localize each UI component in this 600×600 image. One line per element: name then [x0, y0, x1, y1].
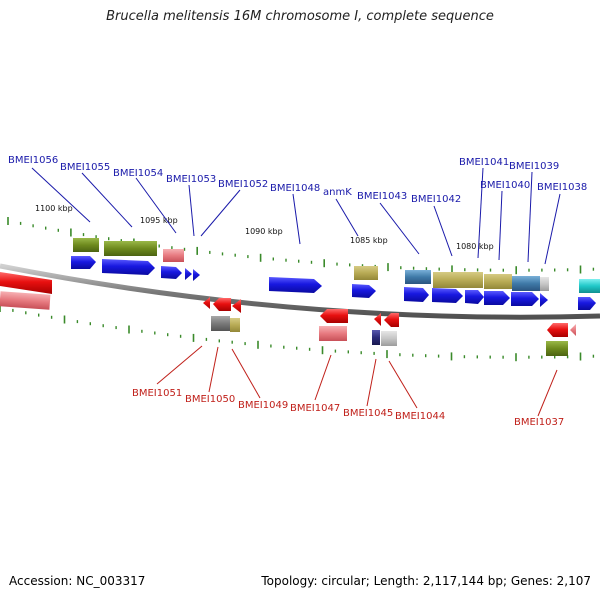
reverse-gene-arrow [0, 272, 52, 294]
feature-khaki [230, 318, 240, 332]
gene-label-BMEI1047: BMEI1047 [290, 403, 340, 414]
scale-label-1090: 1090 kbp [245, 227, 283, 236]
forward-gene-arrow [404, 287, 429, 302]
reverse-gene-arrow [547, 323, 568, 337]
reverse-gene-arrow [374, 313, 381, 326]
forward-gene-arrow [578, 297, 596, 310]
feature-steel-blue [405, 270, 431, 284]
outer-features [73, 238, 600, 293]
gene-label-BMEI1054: BMEI1054 [113, 168, 163, 179]
scale-label-1080: 1080 kbp [456, 242, 494, 251]
reverse-callout-lines [156, 345, 558, 417]
feature-olive [73, 238, 99, 252]
gene-label-BMEI1051: BMEI1051 [132, 388, 182, 399]
gene-label-BMEI1042: BMEI1042 [411, 194, 461, 205]
forward-callout-lines [31, 167, 561, 265]
chromosome-backbone [0, 263, 600, 320]
forward-gene-arrow [511, 292, 539, 306]
reverse-gene-arrow [232, 299, 241, 313]
reverse-gene-arrow [203, 297, 210, 309]
feature-pink [163, 249, 184, 262]
feature-steel-blue [512, 276, 540, 291]
topology-text: Topology: circular; Length: 2,117,144 bp… [261, 574, 591, 588]
reverse-gene-arrow [384, 313, 399, 327]
gene-label-BMEI1056: BMEI1056 [8, 155, 58, 166]
feature-pink [319, 326, 347, 341]
feature-navy [372, 330, 380, 345]
feature-khaki [354, 266, 378, 280]
forward-gene-arrow [352, 284, 376, 298]
feature-khaki [433, 272, 483, 288]
forward-gene-arrow [432, 288, 463, 303]
scale-label-1100: 1100 kbp [35, 204, 73, 213]
gene-label-BMEI1038: BMEI1038 [537, 182, 587, 193]
inner-features [0, 291, 568, 356]
gene-label-BMEI1050: BMEI1050 [185, 394, 235, 405]
gene-label-BMEI1045: BMEI1045 [343, 408, 393, 419]
forward-gene-arrow [269, 277, 322, 293]
feature-khaki [484, 274, 512, 289]
gene-label-BMEI1040: BMEI1040 [480, 180, 530, 191]
reverse-gene-arrow [213, 298, 231, 311]
scale-labels: 1100 kbp 1095 kbp 1090 kbp 1085 kbp 1080… [35, 204, 494, 251]
feature-light-gray [540, 277, 549, 291]
feature-pink [0, 291, 51, 310]
feature-gray [211, 316, 230, 331]
gene-label-BMEI1048: BMEI1048 [270, 183, 320, 194]
gene-label-BMEI1043: BMEI1043 [357, 191, 407, 202]
reverse-gene-arrow [570, 324, 576, 336]
gene-label-BMEI1049: BMEI1049 [238, 400, 288, 411]
gene-label-BMEI1037: BMEI1037 [514, 417, 564, 428]
feature-olive [104, 241, 157, 256]
forward-gene-arrow [540, 293, 548, 307]
feature-olive [546, 341, 568, 356]
reverse-gene-labels: BMEI1051 BMEI1050 BMEI1049 BMEI1047 BMEI… [132, 388, 564, 428]
forward-gene-arrow [465, 290, 484, 304]
feature-light-gray [381, 331, 397, 346]
map-title: Brucella melitensis 16M chromosome I, co… [106, 9, 494, 24]
gene-label-BMEI1055: BMEI1055 [60, 162, 110, 173]
gene-label-BMEI1039: BMEI1039 [509, 161, 559, 172]
gene-label-BMEI1041: BMEI1041 [459, 157, 509, 168]
forward-genes [71, 256, 596, 310]
inner-tick-ring [0, 304, 595, 362]
forward-gene-arrow [71, 256, 96, 269]
forward-gene-arrow [193, 269, 200, 281]
gene-label-BMEI1052: BMEI1052 [218, 179, 268, 190]
forward-gene-arrow [185, 268, 192, 280]
gene-label-BMEI1044: BMEI1044 [395, 411, 445, 422]
feature-cyan [579, 279, 600, 293]
forward-gene-arrow [161, 266, 182, 279]
reverse-genes [0, 272, 576, 337]
forward-gene-arrow [484, 291, 510, 305]
gene-label-anmK: anmK [323, 187, 352, 198]
scale-label-1095: 1095 kbp [140, 216, 178, 225]
forward-gene-labels: BMEI1056 BMEI1055 BMEI1054 BMEI1053 BMEI… [8, 155, 587, 205]
forward-gene-arrow [102, 259, 155, 275]
scale-label-1085: 1085 kbp [350, 236, 388, 245]
reverse-gene-arrow [320, 309, 348, 323]
accession-text: Accession: NC_003317 [9, 574, 146, 588]
gene-label-BMEI1053: BMEI1053 [166, 174, 216, 185]
